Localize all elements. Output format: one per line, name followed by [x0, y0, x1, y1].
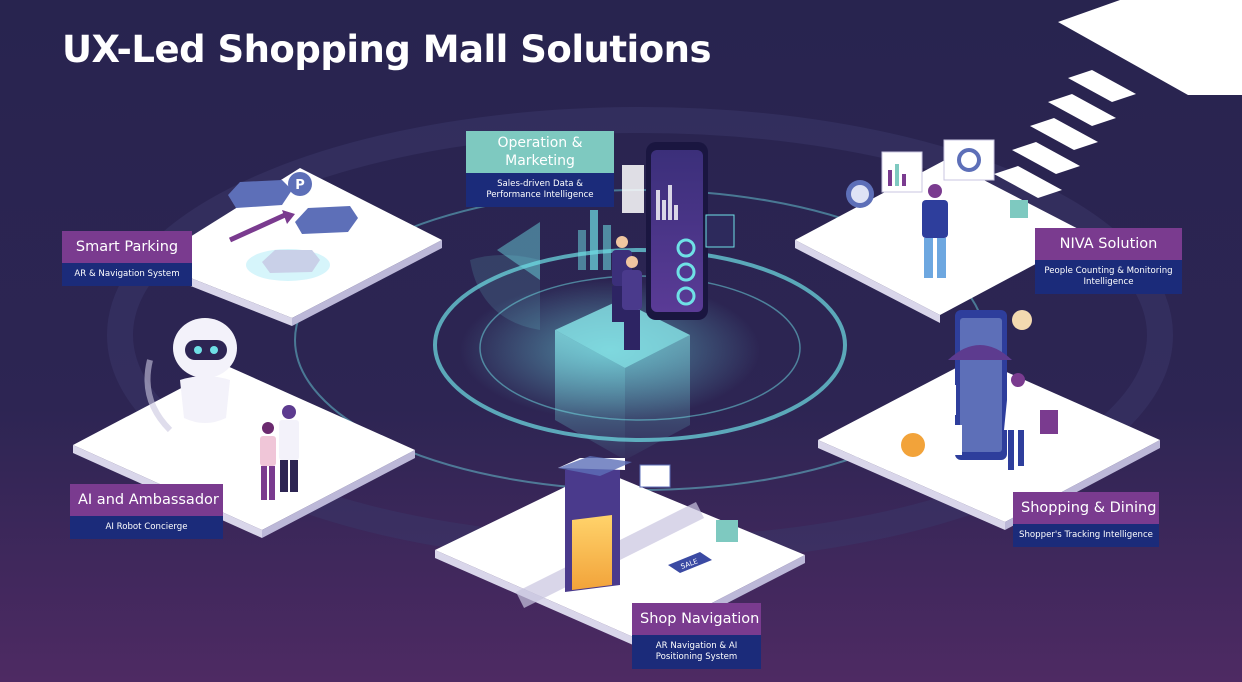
central-hub — [460, 142, 760, 460]
niva-illustration — [846, 139, 1028, 278]
label-subtitle: AR & Navigation System — [62, 263, 192, 286]
ai-robot-illustration — [144, 318, 299, 500]
parking-sign-icon: P — [295, 178, 305, 193]
label-title: Shopping & Dining — [1013, 492, 1159, 524]
label-niva-solution: NIVA Solution People Counting & Monitori… — [1035, 228, 1182, 294]
business-people — [612, 236, 642, 350]
label-subtitle: AI Robot Concierge — [70, 516, 223, 539]
label-ai-ambassador: AI and Ambassador AI Robot Concierge — [70, 484, 223, 539]
parking-illustration: P — [228, 172, 358, 281]
label-subtitle: Sales-driven Data & Performance Intellig… — [466, 173, 614, 207]
label-subtitle: People Counting & Monitoring Intelligenc… — [1035, 260, 1182, 294]
label-smart-parking: Smart Parking AR & Navigation System — [62, 231, 192, 286]
label-title: NIVA Solution — [1035, 228, 1182, 260]
label-operation-marketing: Operation & Marketing Sales-driven Data … — [466, 131, 614, 207]
label-shopping-dining: Shopping & Dining Shopper's Tracking Int… — [1013, 492, 1159, 547]
shopping-illustration — [901, 310, 1058, 470]
label-title: Smart Parking — [62, 231, 192, 263]
label-title: Shop Navigation — [632, 603, 761, 635]
navigation-illustration: SALE — [515, 456, 738, 609]
label-subtitle: AR Navigation & AI Positioning System — [632, 635, 761, 669]
staircase — [994, 0, 1242, 198]
phone-dashboard — [646, 142, 708, 320]
label-subtitle: Shopper's Tracking Intelligence — [1013, 524, 1159, 547]
label-shop-navigation: Shop Navigation AR Navigation & AI Posit… — [632, 603, 761, 669]
label-title: AI and Ambassador — [70, 484, 223, 516]
label-title: Operation & Marketing — [466, 131, 614, 173]
page-title: UX-Led Shopping Mall Solutions — [62, 28, 712, 71]
